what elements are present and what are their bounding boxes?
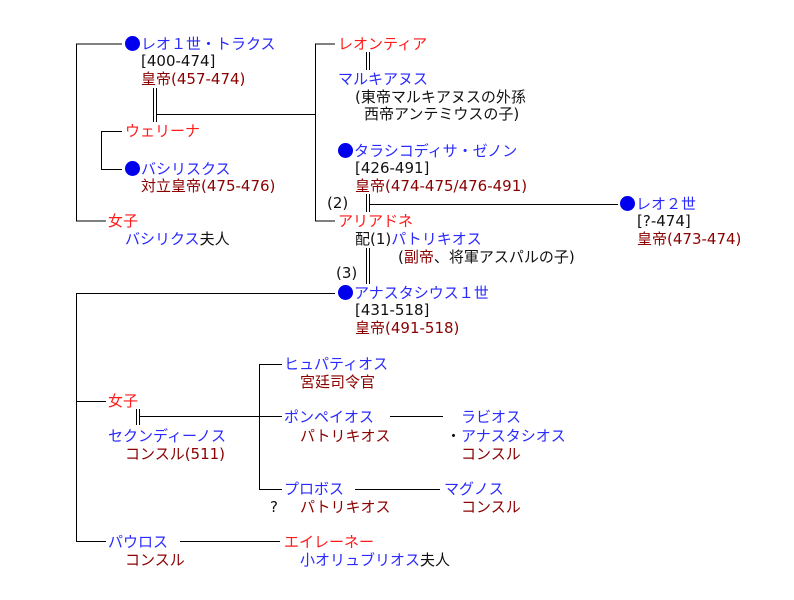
- marcianus-note1: (東帝マルキアヌスの外孫: [355, 88, 526, 106]
- daughter1-spouse: バシリクス夫人: [125, 230, 230, 248]
- anastasius-life: [431-518]: [355, 301, 430, 319]
- person-paulus: パウロス: [108, 533, 169, 551]
- paulus-title: コンスル: [125, 551, 185, 569]
- person-verina: ウェリーナ: [125, 122, 201, 140]
- pompeius-title: パトリキオス: [300, 427, 391, 445]
- person-daughter1: 女子: [108, 212, 139, 230]
- probus-title: パトリキオス: [300, 498, 391, 516]
- person-anastasius: アナスタシウス１世: [338, 284, 489, 302]
- leo2-life: [?-474]: [637, 212, 691, 230]
- secundinus-title: コンスル(511): [125, 445, 226, 463]
- anastasius-reign: 皇帝(491-518): [355, 319, 460, 337]
- emperor-dot-icon: [338, 285, 353, 300]
- basiliscus-reign: 対立皇帝(475-476): [141, 177, 276, 195]
- ariadne-spouse1-note: (副帝、将軍アスパルの子): [398, 248, 575, 266]
- person-zeno: タラシコディサ・ゼノン: [338, 142, 517, 160]
- emperor-dot-icon: [125, 161, 140, 176]
- emperor-dot-icon: [620, 196, 635, 211]
- leo2-reign: 皇帝(473-474): [637, 230, 742, 248]
- hypatius-title: 宮廷司令官: [300, 373, 376, 391]
- marcianus-note2: 西帝アンテミウスの子): [364, 105, 520, 123]
- person-rabios: ラビオス: [461, 408, 522, 426]
- person-hypatius: ヒュパティオス: [284, 355, 389, 373]
- person-marcianus: マルキアヌス: [338, 70, 429, 88]
- person-pompeius: ポンペイオス: [284, 408, 375, 426]
- leo1-reign: 皇帝(457-474): [141, 70, 246, 88]
- zeno-life: [426-491]: [355, 159, 430, 177]
- rabios-name2: ・アナスタシオス: [446, 427, 566, 445]
- zeno-reign: 皇帝(474-475/476-491): [355, 177, 528, 195]
- magnus-title: コンスル: [461, 498, 521, 516]
- emperor-dot-icon: [125, 36, 140, 51]
- person-basiliscus: バシリスクス: [125, 160, 231, 178]
- person-secundinus: セクンディーノス: [108, 427, 227, 445]
- ariadne-spouse1: 配(1)パトリキオス: [355, 230, 482, 248]
- leo1-life: [400-474]: [141, 52, 216, 70]
- person-leontia: レオンティア: [338, 35, 428, 53]
- person-leo1: レオ１世・トラクス: [125, 35, 276, 53]
- zeno-marriage-marker: (2): [327, 194, 349, 212]
- anastasius-marriage-marker: (3): [336, 264, 358, 282]
- irene-spouse: 小オリュブリオス夫人: [300, 551, 451, 569]
- person-daughter2: 女子: [108, 392, 139, 410]
- person-irene: エイレーネー: [284, 533, 375, 551]
- person-ariadne: アリアドネ: [338, 212, 414, 230]
- probus-uncertain-mark: ?: [270, 498, 278, 516]
- person-magnus: マグノス: [444, 480, 504, 498]
- rabios-title: コンスル: [461, 445, 521, 463]
- person-leo2: レオ２世: [620, 195, 696, 213]
- emperor-dot-icon: [338, 143, 353, 158]
- person-probus: プロボス: [284, 480, 345, 498]
